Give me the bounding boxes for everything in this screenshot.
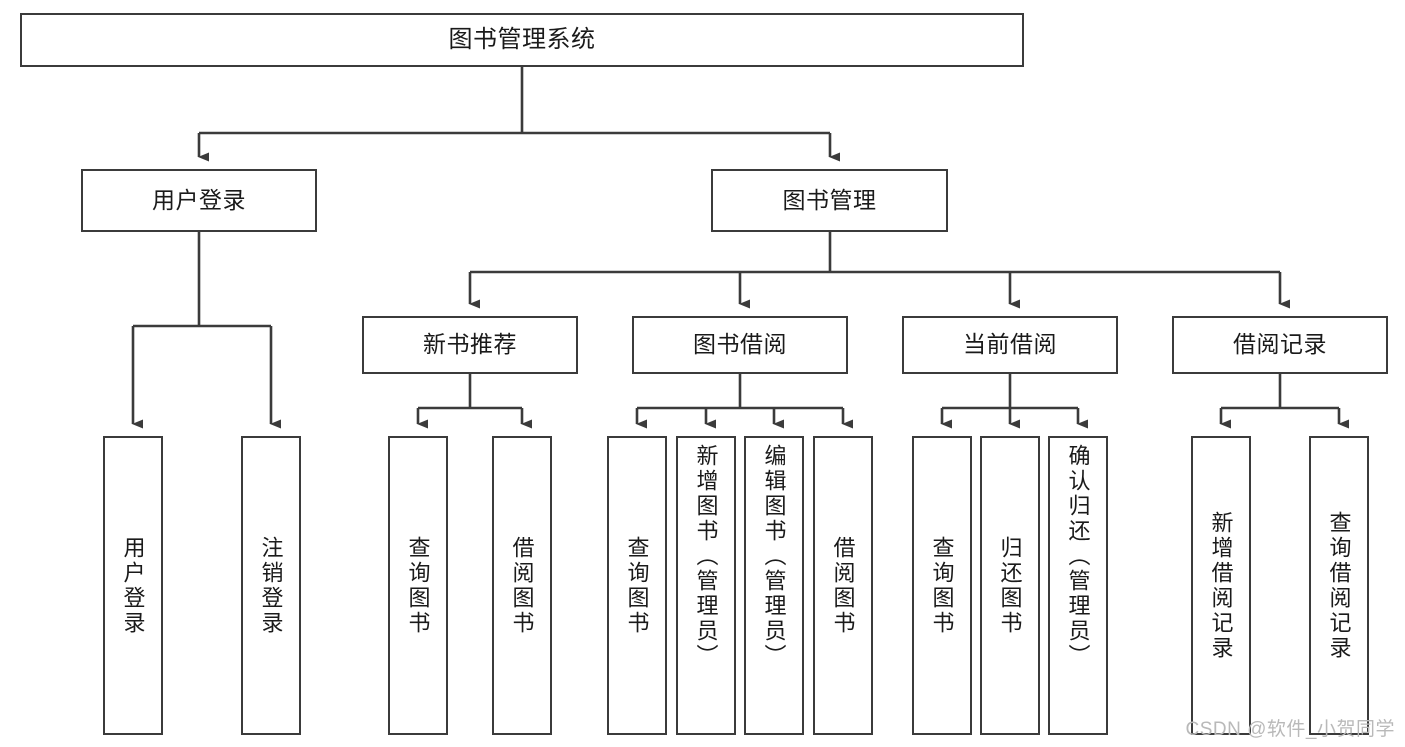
leaf-node-query-borrow-record[interactable]: 查询借阅记录: [1309, 436, 1369, 735]
node-book-borrowing[interactable]: 图书借阅: [632, 316, 848, 374]
node-label: 注销登录: [258, 535, 284, 636]
node-label: 确认归还（管理员）: [1065, 444, 1091, 669]
leaf-node-confirm-return-admin[interactable]: 确认归还（管理员）: [1048, 436, 1108, 735]
node-new-book-recommendation[interactable]: 新书推荐: [362, 316, 578, 374]
node-label: 用户登录: [152, 186, 246, 213]
node-label: 查询图书: [405, 535, 431, 636]
csdn-watermark: CSDN @软件_小贺同学: [1185, 719, 1395, 740]
node-current-borrowing[interactable]: 当前借阅: [902, 316, 1118, 374]
leaf-node-logout[interactable]: 注销登录: [241, 436, 301, 735]
leaf-node-query-book-current[interactable]: 查询图书: [912, 436, 972, 735]
node-label: 图书借阅: [693, 331, 787, 358]
leaf-node-borrow-book-newrec[interactable]: 借阅图书: [492, 436, 552, 735]
node-user-login[interactable]: 用户登录: [81, 169, 317, 232]
node-label: 新增图书（管理员）: [693, 444, 719, 669]
leaf-node-add-borrow-record[interactable]: 新增借阅记录: [1191, 436, 1251, 735]
leaf-node-borrow-book[interactable]: 借阅图书: [813, 436, 873, 735]
node-label: 编辑图书（管理员）: [761, 444, 787, 669]
node-borrowing-record[interactable]: 借阅记录: [1172, 316, 1388, 374]
leaf-node-query-book-borrow[interactable]: 查询图书: [607, 436, 667, 735]
node-book-management[interactable]: 图书管理: [711, 169, 948, 232]
node-label: 归还图书: [997, 535, 1023, 636]
node-label: 借阅图书: [509, 535, 535, 636]
node-label: 用户登录: [120, 535, 146, 636]
leaf-node-add-book-admin[interactable]: 新增图书（管理员）: [676, 436, 736, 735]
node-label: 新书推荐: [423, 331, 517, 358]
leaf-node-query-book-newrec[interactable]: 查询图书: [388, 436, 448, 735]
leaf-node-edit-book-admin[interactable]: 编辑图书（管理员）: [744, 436, 804, 735]
leaf-node-return-book[interactable]: 归还图书: [980, 436, 1040, 735]
node-label: 借阅记录: [1233, 331, 1327, 358]
node-label: 当前借阅: [963, 331, 1057, 358]
node-label: 查询图书: [929, 535, 955, 636]
node-label: 借阅图书: [830, 535, 856, 636]
node-label: 图书管理系统: [448, 25, 596, 53]
node-label: 查询借阅记录: [1326, 510, 1352, 661]
node-label: 查询图书: [624, 535, 650, 636]
node-label: 新增借阅记录: [1208, 510, 1234, 661]
node-label: 图书管理: [782, 186, 877, 213]
leaf-node-user-login[interactable]: 用户登录: [103, 436, 163, 735]
node-book-management-system[interactable]: 图书管理系统: [20, 13, 1024, 67]
